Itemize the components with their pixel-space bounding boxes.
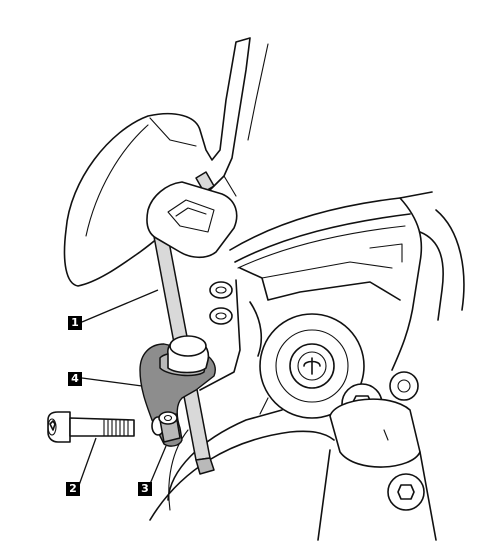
mirror-housing	[63, 37, 269, 287]
round-cover	[259, 313, 365, 419]
socket-bolt	[47, 411, 135, 443]
callout-4: 4	[68, 372, 82, 386]
spacer	[158, 411, 181, 443]
right-bolt-heads	[317, 371, 437, 541]
bracket	[139, 335, 216, 447]
frame-bolts	[209, 281, 233, 325]
callout-2: 2	[66, 482, 80, 496]
leader-lines	[77, 289, 167, 489]
callout-3: 3	[138, 482, 152, 496]
frame-background	[199, 191, 465, 391]
callout-1: 1	[68, 316, 82, 330]
